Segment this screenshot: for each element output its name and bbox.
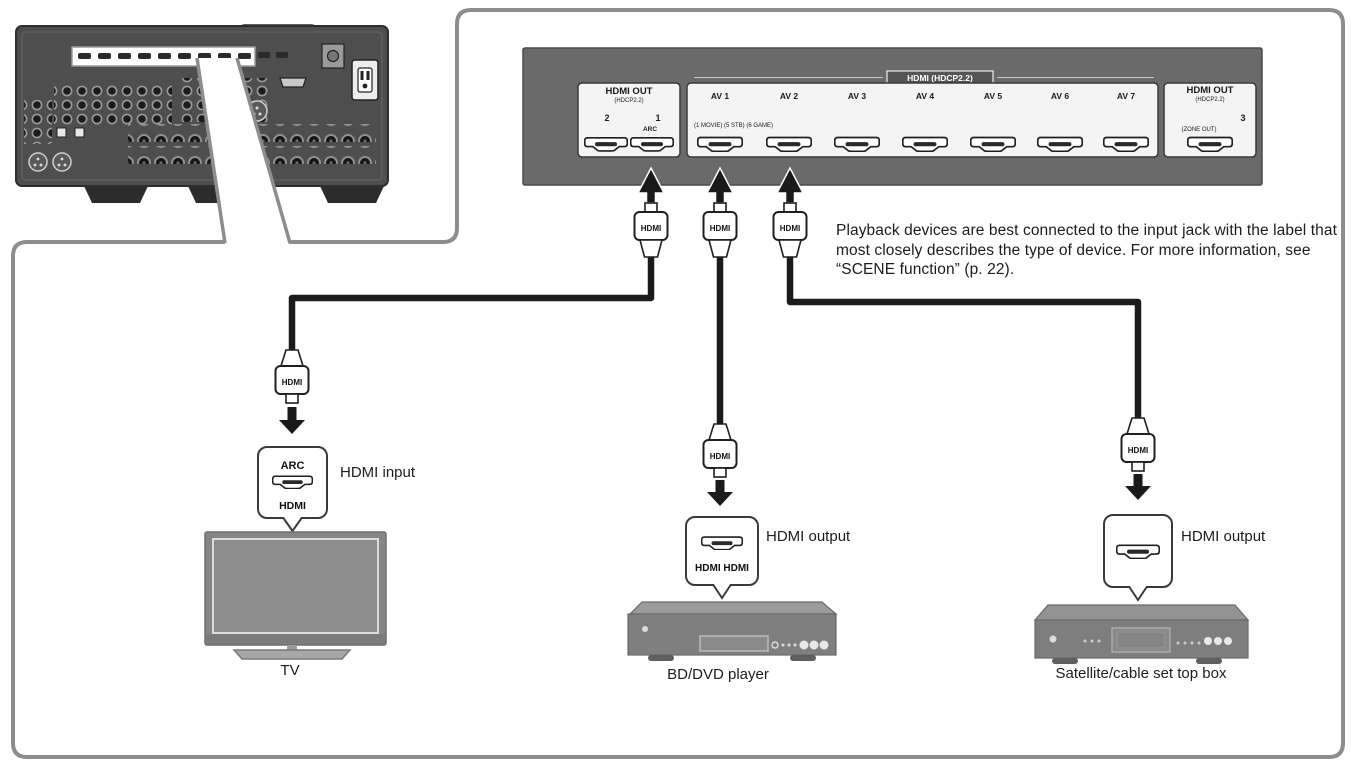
stb-name-label: Satellite/cable set top box [1055, 665, 1227, 682]
plug-hdmi-label: HDMI [710, 452, 730, 461]
jack-number-2: 2 [604, 113, 609, 123]
callout-bubble-border [11, 8, 1345, 759]
hdmi-out-title: HDMI OUT [1187, 85, 1234, 96]
hdmi-plug-down-bd: HDMI [702, 423, 738, 478]
rca-jack-field [24, 100, 52, 144]
av2-label: AV 2 [780, 91, 799, 101]
down-arrow-icon [279, 407, 305, 434]
hdmi-plug-up-3: HDMI [772, 202, 808, 258]
hdmi-out-left-box: HDMI OUT (HDCP2.2) 2 1 ARC [577, 82, 681, 158]
receiver-hdmi-strip [71, 46, 288, 67]
dsub-connector [279, 77, 307, 88]
receiver-inner-edge [21, 31, 383, 181]
down-arrow-icon [707, 480, 733, 506]
plug-hdmi-label: HDMI [780, 224, 800, 233]
hdmi-panel: HDMI (HDCP2.2) HDMI OUT (HDCP2.2) 2 1 AR… [522, 47, 1263, 186]
receiver-rear-panel-illustration [15, 24, 389, 203]
av4-label: AV 4 [916, 91, 935, 101]
zone-out-label: (ZONE OUT) [1182, 127, 1217, 133]
bd-player-illustration [627, 601, 838, 661]
cable-to-set-top-box [786, 250, 1142, 418]
arc-bubble-label: ARC [281, 460, 305, 472]
up-arrow-icon [705, 166, 735, 204]
hdcp-subtitle: (HDCP2.2) [1195, 97, 1224, 103]
hdmi-out-right-box: HDMI OUT (HDCP2.2) 3 (ZONE OUT) [1163, 82, 1257, 158]
hdcp-subtitle: (HDCP2.2) [614, 98, 643, 104]
jack-number-1: 1 [655, 113, 660, 123]
note-text: Playback devices are best connected to t… [836, 222, 1338, 279]
receiver-foot [84, 186, 148, 203]
bd-jack-bubble: HDMI HDMI [685, 516, 759, 600]
bd-hdmi-output-label: HDMI output [766, 528, 851, 545]
hdmi-out-title: HDMI OUT [606, 86, 653, 97]
rca-jack-field [54, 84, 172, 126]
plug-hdmi-label: HDMI [641, 224, 661, 233]
plug-hdmi-label: HDMI [282, 378, 302, 387]
optical-jack [74, 127, 85, 138]
down-arrow-icon [1125, 474, 1151, 500]
tv-jack-bubble: ARC HDMI [257, 446, 328, 533]
plug-hdmi-label: HDMI [1128, 446, 1148, 455]
hdmi-plug-up-1: HDMI [633, 202, 669, 258]
hdmi-bubble-label: HDMI [279, 500, 306, 512]
av7-label: AV 7 [1117, 91, 1136, 101]
scene-hint: (1 MOVIE) (5 STB) (6 GAME) [694, 123, 773, 129]
antenna-jack [326, 49, 340, 63]
cable-to-tv [288, 250, 655, 350]
bd-name-label: BD/DVD player [667, 666, 769, 683]
hdmi-plug-down-stb: HDMI [1120, 417, 1156, 472]
up-arrow-icon [636, 166, 666, 204]
optical-jack [56, 127, 67, 138]
arc-label: ARC [643, 126, 657, 133]
hdmi-plug-up-2: HDMI [702, 202, 738, 258]
plug-hdmi-label: HDMI [710, 224, 730, 233]
stb-hdmi-output-label: HDMI output [1181, 528, 1266, 545]
jack-number-3: 3 [1240, 113, 1245, 123]
callout-wedge [195, 57, 292, 246]
hdmi-section-header: HDMI (HDCP2.2) [907, 73, 973, 83]
up-arrow-icon [775, 166, 805, 204]
av1-label: AV 1 [711, 91, 730, 101]
av5-label: AV 5 [984, 91, 1003, 101]
set-top-box-illustration [1033, 604, 1250, 664]
power-inlet [351, 59, 379, 101]
tv-name-label: TV [280, 662, 300, 679]
tv-hdmi-input-label: HDMI input [340, 464, 416, 481]
receiver-foot [320, 186, 384, 203]
tv-illustration [204, 531, 387, 660]
av6-label: AV 6 [1051, 91, 1070, 101]
av-input-box: AV 1 AV 2 AV 3 AV 4 AV 5 AV 6 AV 7 (1 MO… [686, 82, 1159, 158]
hdmi-bubble-label: HDMI HDMI [695, 563, 749, 574]
av3-label: AV 3 [848, 91, 867, 101]
stb-jack-bubble [1103, 514, 1173, 602]
hdmi-plug-down-tv: HDMI [274, 349, 310, 404]
